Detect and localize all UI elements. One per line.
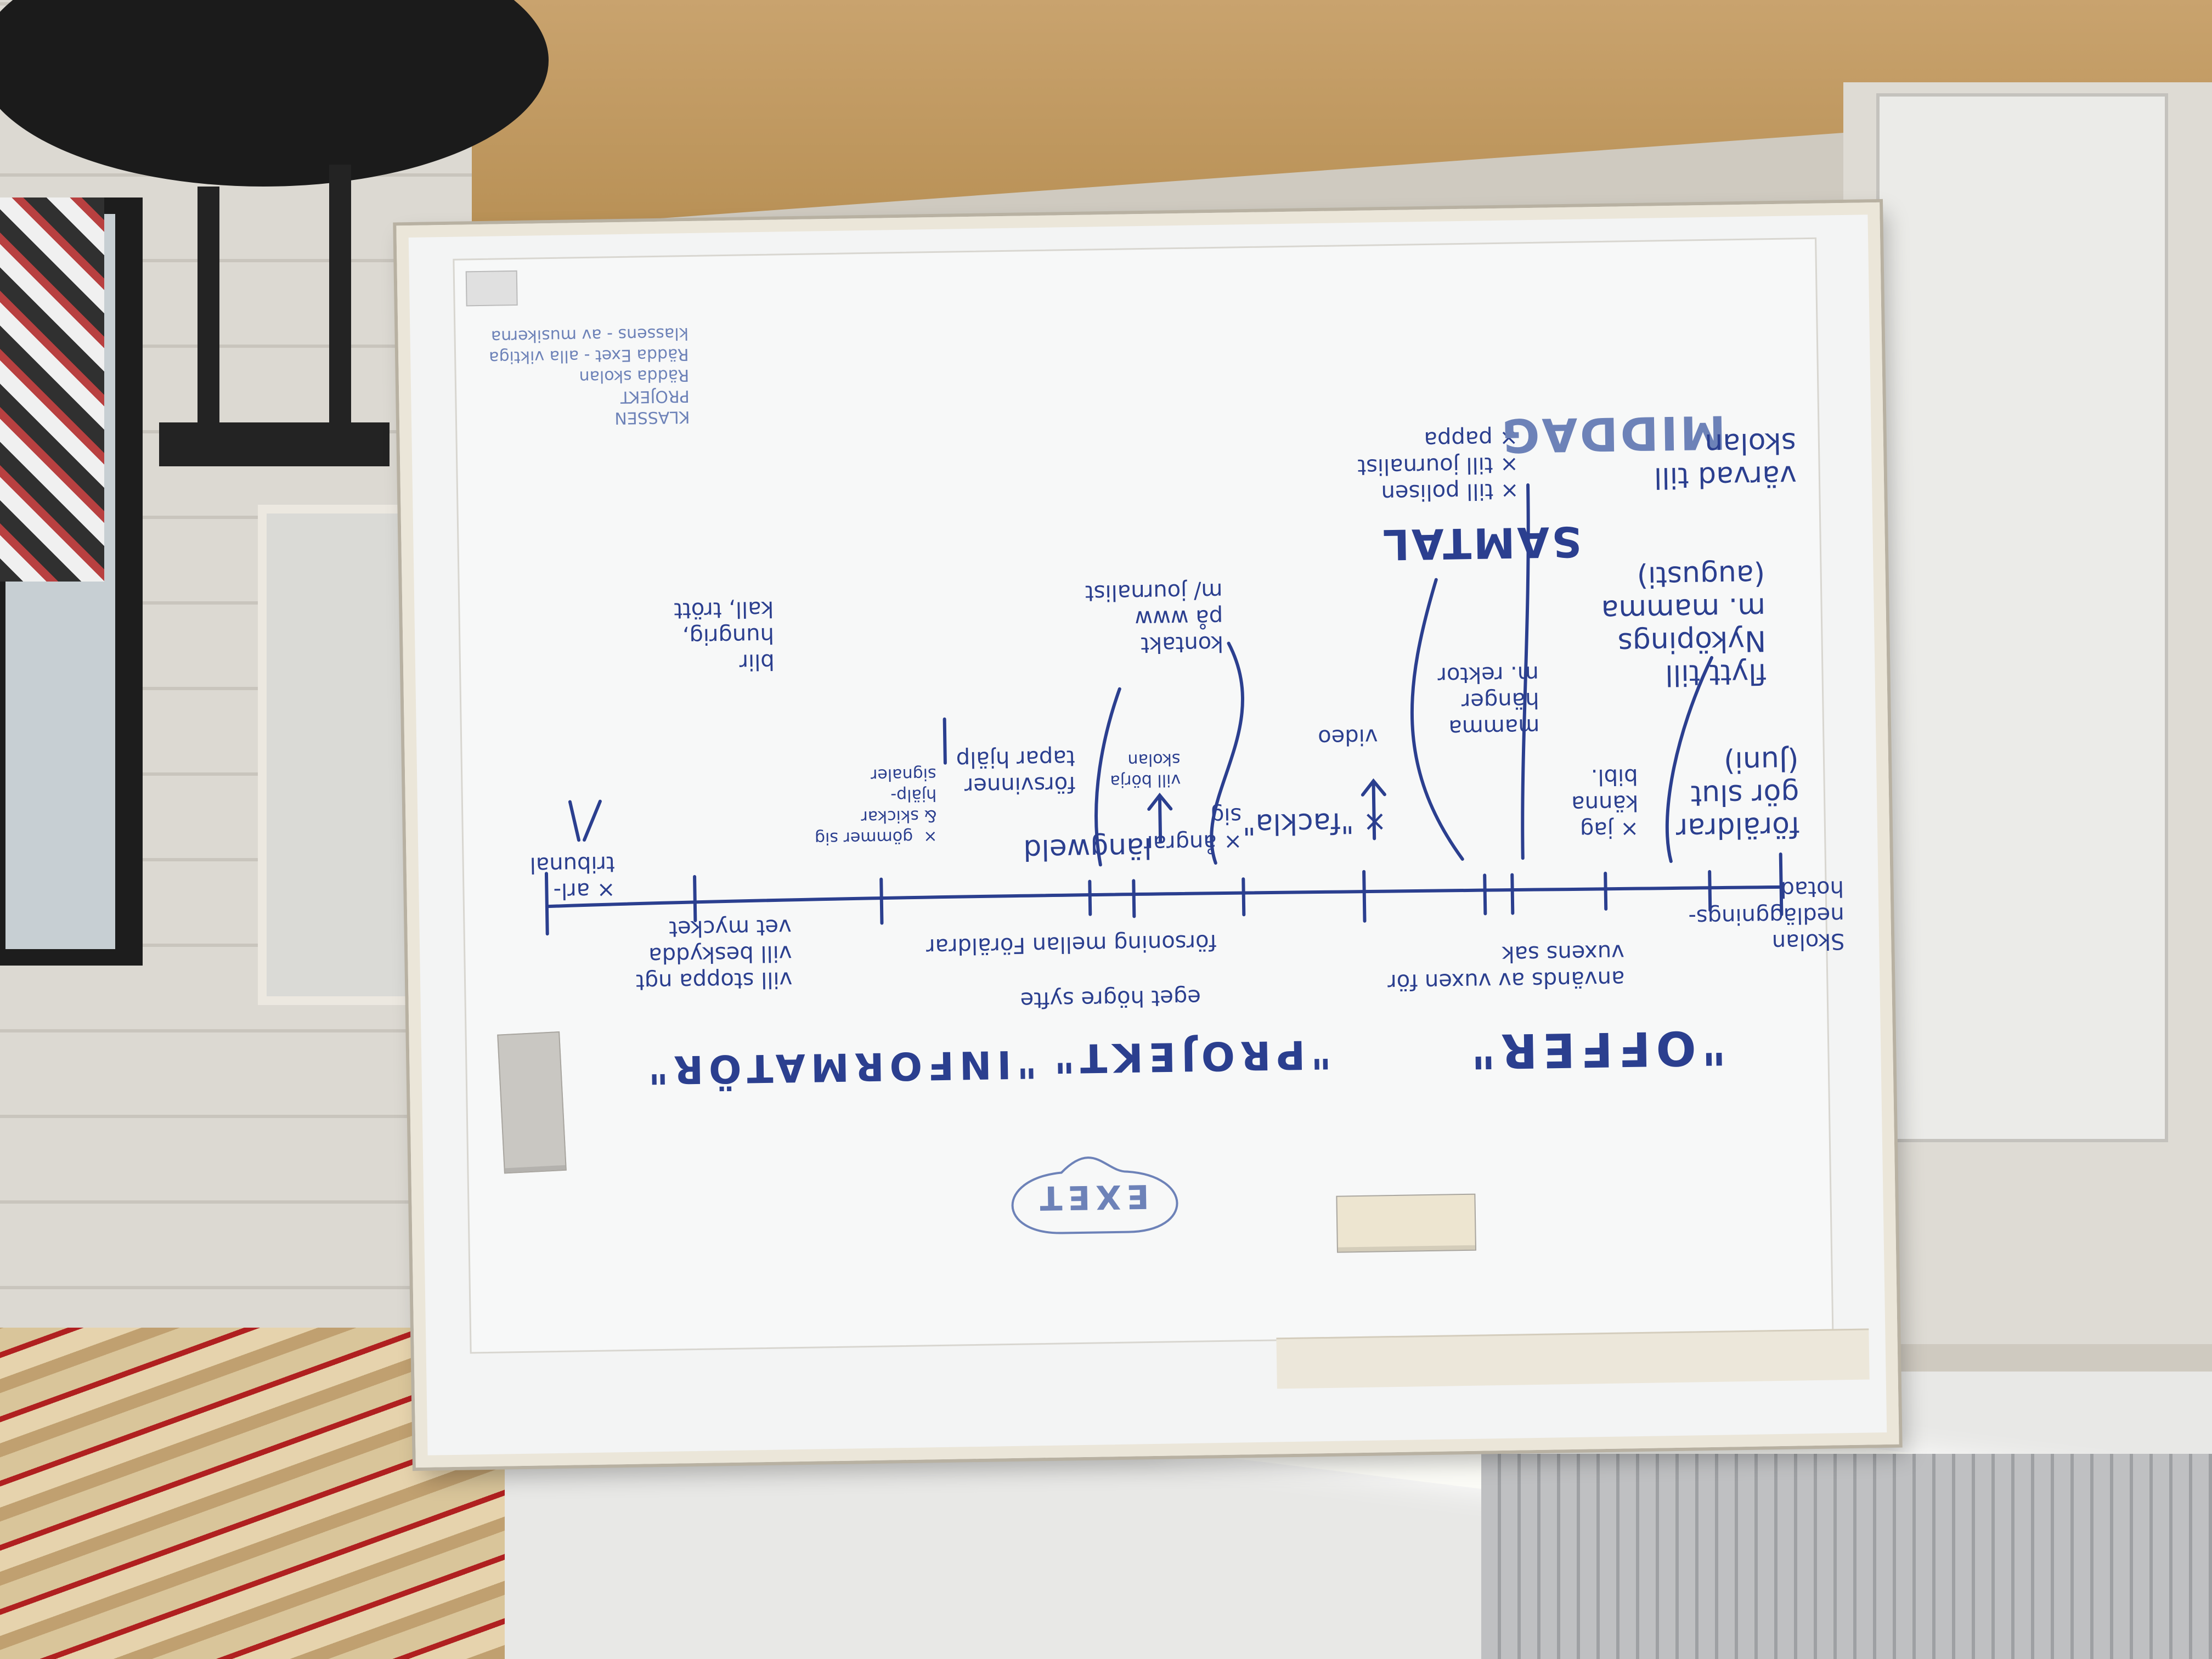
note-fackla: × "fackla" [1242,805,1387,841]
note-video: video [1317,724,1378,751]
eraser-upright[interactable] [497,1031,567,1174]
note-tribunal: × arl- tribunal [529,851,616,904]
note-foraldrar: föräldrar gör slut (Juni) [1675,744,1800,845]
note-exet: EXET [1034,1177,1150,1217]
note-jag-kanna: × jag känna bibl. [1571,763,1639,843]
header-projekt: "PROJEKT" [1048,1031,1332,1082]
wall-whiteboard-right [1876,93,2168,1142]
stool-leg [198,187,219,428]
note-samtal: SAMTAL [1380,517,1582,569]
note-forsvinner: försvinner tapar hjälp [956,745,1076,799]
note-samtal-list: × till polisen × till journalist × pappa [1357,425,1519,506]
stool-leg [329,165,351,428]
stool-seat [159,422,390,466]
note-forsoning: försoning mellan Föräldrar [926,929,1217,960]
ventilation-duct [1481,1454,2212,1659]
note-angrar: × ångrar sig [1143,803,1243,856]
header-offer: "OFFER" [1465,1019,1727,1079]
note-mamma-rektor: mamma hänger m. rektor [1437,661,1540,741]
note-informator: vill stoppa ngt vill beskydda vet mycket [635,914,793,995]
note-skolan: Skolan nedläggnings- hotad [1688,876,1845,955]
note-offer: används av vuxen för vuxens sak [1387,939,1625,995]
marker-tray [1276,1328,1870,1389]
note-projekt: eget högre syfte [1020,984,1201,1013]
whiteboard-surface: "OFFER" "PROJEKT" "INFORMATÖR" används a… [453,237,1845,1354]
note-klassen-projekt: KLASSEN PROJEKT Rädda skolan Rädda Exet … [488,324,690,428]
note-kontakt: kontakt på www m/ journalist [1085,578,1224,658]
sticker-patch [0,198,104,582]
note-blir-hungrig: blir hungrig, kall, trött [674,596,775,675]
note-gommer-sig: × gömmer sig & skickar hjälp- signaler [814,764,938,848]
header-informator: "INFORMATÖR" [642,1041,1037,1093]
eraser-flat[interactable] [1336,1193,1476,1253]
note-flytt: flytt till Nyköpings m. mamma (augusti) [1601,558,1767,692]
whiteboard: "OFFER" "PROJEKT" "INFORMATÖR" används a… [396,202,1899,1468]
timeline [544,483,1784,1234]
note-varvad: värvad till skolan [1654,426,1797,494]
note-langweld: längweld [1023,831,1153,866]
note-vill-borja: vill börja skolan [1110,749,1181,791]
